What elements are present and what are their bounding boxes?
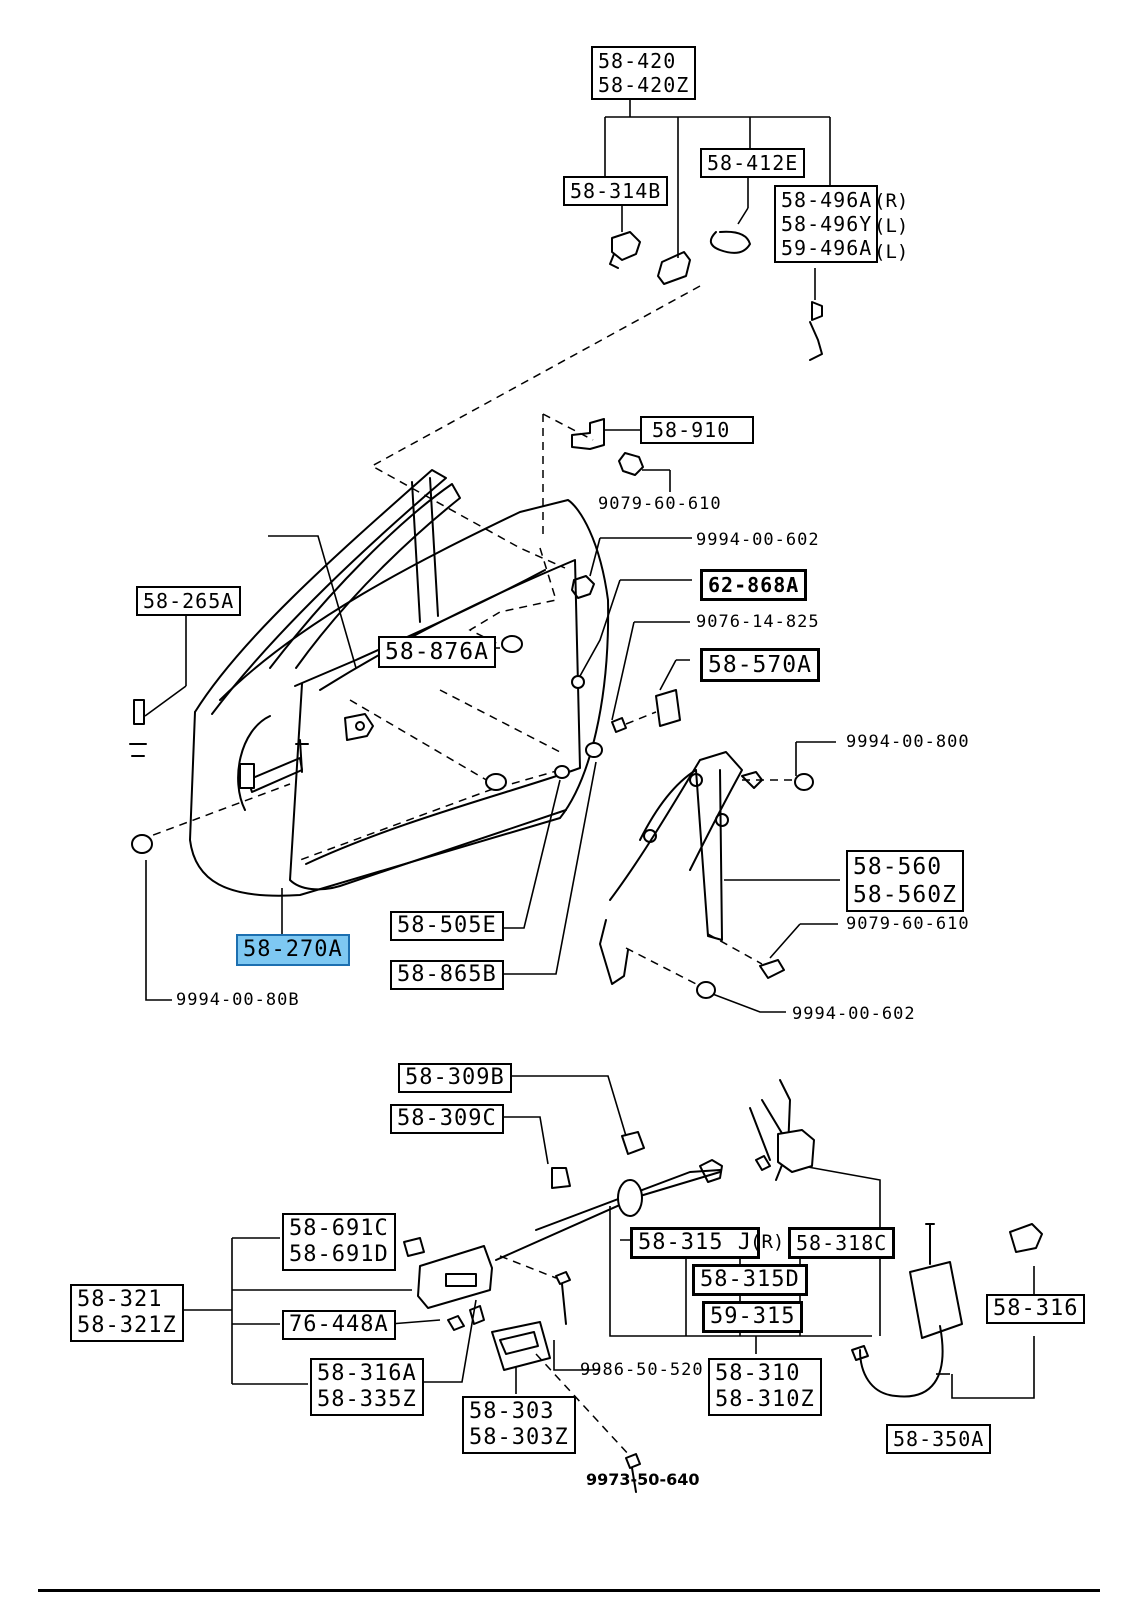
callout-label: 58-350A (893, 1427, 985, 1451)
callout-58-316[interactable]: 58-316 (986, 1294, 1086, 1324)
callout-line: 58-496Y (781, 212, 873, 236)
fastener-9986-50-520: 9986-50-520 (580, 1360, 704, 1380)
callout-line: 58-691D (289, 1242, 389, 1267)
top-leader-lines (604, 96, 831, 300)
callout-58-310[interactable]: 58-310 58-310Z (708, 1358, 822, 1416)
side-l-59-496A: (L) (874, 241, 909, 263)
callout-label: 58-265A (143, 589, 235, 613)
callout-label: 58-570A (708, 652, 812, 678)
callout-line: 58-691C (289, 1216, 389, 1241)
callout-label: 58-318C (796, 1231, 888, 1255)
callout-58-350A[interactable]: 58-350A (886, 1424, 992, 1454)
door-lock-art (403, 1079, 1043, 1493)
callout-label: 58-876A (385, 639, 489, 665)
callout-59-315[interactable]: 59-315 (702, 1301, 804, 1333)
fastener-9994-00-602-mid: 9994-00-602 (792, 1004, 916, 1024)
callout-58-265A[interactable]: 58-265A (136, 586, 242, 616)
callout-58-412E[interactable]: 58-412E (700, 148, 806, 178)
fastener-9973-50-640: 9973-50-640 (586, 1470, 700, 1489)
callout-76-448A[interactable]: 76-448A (282, 1310, 396, 1340)
callout-label: 58-309B (405, 1065, 505, 1090)
callout-62-868A[interactable]: 62-868A (700, 569, 808, 601)
callout-line: 58-560Z (853, 882, 957, 908)
callout-label: 58-910 (652, 418, 731, 442)
callout-58-505E[interactable]: 58-505E (390, 911, 504, 941)
callout-58-496[interactable]: 58-496A 58-496Y 59-496A (774, 185, 879, 263)
callout-line: 58-420Z (598, 73, 690, 97)
callout-line: 58-321Z (77, 1313, 177, 1338)
callout-58-315D[interactable]: 58-315D (692, 1264, 808, 1296)
callout-58-315J[interactable]: 58-315 J (630, 1227, 760, 1259)
callout-58-316A[interactable]: 58-316A 58-335Z (310, 1358, 424, 1416)
callout-58-691[interactable]: 58-691C 58-691D (282, 1213, 396, 1271)
callout-label: 58-865B (397, 962, 497, 987)
callout-58-876A[interactable]: 58-876A (378, 636, 496, 668)
callout-line: 59-496A (781, 236, 873, 260)
callout-label: 58-316 (993, 1296, 1079, 1321)
callout-line: 58-420 (598, 49, 677, 73)
callout-58-314B[interactable]: 58-314B (563, 176, 669, 206)
bracket-58-910-art (542, 413, 671, 538)
fastener-9994-00-800: 9994-00-800 (846, 732, 970, 752)
callout-label: 76-448A (289, 1312, 389, 1337)
callout-line: 58-321 (77, 1287, 163, 1312)
callout-58-420[interactable]: 58-420 58-420Z (591, 46, 697, 100)
fastener-9079-60-610-mid: 9079-60-610 (846, 914, 970, 934)
callout-label: 58-315D (700, 1267, 800, 1292)
callout-line: 58-303Z (469, 1425, 569, 1450)
callout-58-865B[interactable]: 58-865B (390, 960, 504, 990)
callout-line: 58-310Z (715, 1387, 815, 1412)
callout-58-303[interactable]: 58-303 58-303Z (462, 1396, 576, 1454)
callout-58-910[interactable]: 58-910 (640, 416, 755, 444)
side-r-318C: (R) (750, 1231, 785, 1253)
side-r-496A: (R) (874, 190, 909, 212)
callout-label: 62-868A (708, 573, 800, 597)
callout-58-570A[interactable]: 58-570A (700, 648, 820, 682)
top-parts (609, 230, 823, 361)
callout-58-270A[interactable]: 58-270A (236, 934, 350, 966)
callout-label: 58-315 J (638, 1230, 752, 1255)
callout-label: 58-505E (397, 913, 497, 938)
callout-58-309B[interactable]: 58-309B (398, 1063, 512, 1093)
callout-label: 58-270A (243, 937, 343, 962)
window-regulator-art (599, 689, 814, 999)
callout-line: 58-310 (715, 1361, 801, 1386)
fastener-9994-00-808: 9994-00-80B (176, 990, 300, 1010)
callout-line: 58-303 (469, 1399, 555, 1424)
bottom-rule (38, 1589, 1100, 1592)
callout-58-560[interactable]: 58-560 58-560Z (846, 850, 964, 912)
callout-label: 58-412E (707, 151, 799, 175)
side-l-496Y: (L) (874, 215, 909, 237)
fastener-9076-14-825: 9076-14-825 (696, 612, 820, 632)
callout-label: 59-315 (710, 1304, 796, 1329)
fastener-9994-00-602-top: 9994-00-602 (696, 530, 820, 550)
callout-line: 58-560 (853, 854, 943, 880)
callout-58-318C[interactable]: 58-318C (788, 1227, 896, 1259)
door-art (129, 469, 610, 897)
callout-line: 58-496A (781, 188, 873, 212)
callout-line: 58-335Z (317, 1387, 417, 1412)
callout-label: 58-309C (397, 1106, 497, 1131)
fastener-9079-60-610-top: 9079-60-610 (598, 494, 722, 514)
callout-58-309C[interactable]: 58-309C (390, 1104, 504, 1134)
callout-line: 58-316A (317, 1361, 417, 1386)
callout-58-321[interactable]: 58-321 58-321Z (70, 1284, 184, 1342)
callout-label: 58-314B (570, 179, 662, 203)
